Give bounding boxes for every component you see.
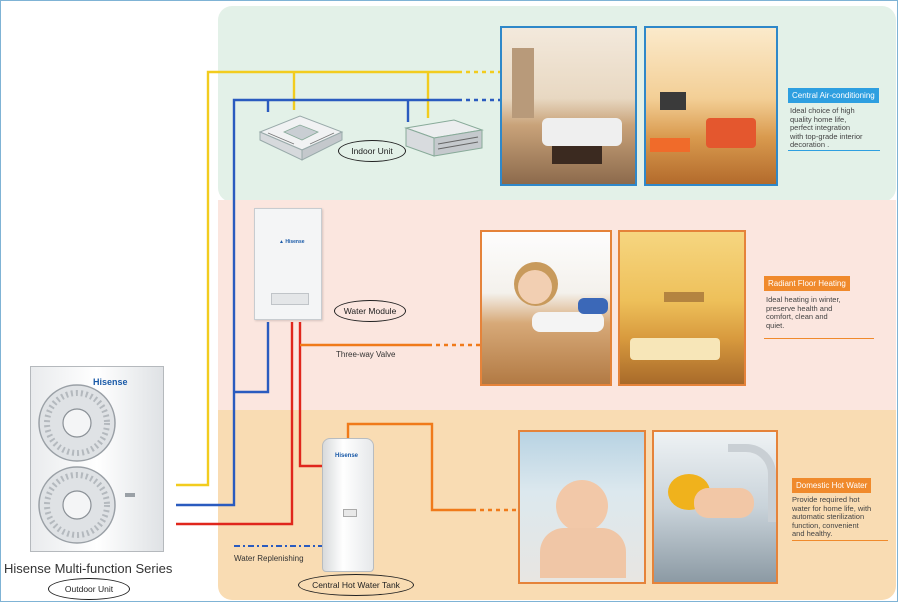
outdoor-unit-label: Outdoor Unit (48, 578, 130, 600)
living-room-photo (500, 26, 637, 186)
hot-water-desc-line: water for home life, with (792, 503, 872, 513)
hot-water-desc-line: Provide required hot (792, 495, 860, 504)
outdoor-unit-logo-icon: Hisense (93, 377, 128, 387)
outdoor-unit-vent (125, 493, 135, 497)
floor-heating-description: Ideal heating in winter, preserve health… (766, 295, 841, 330)
hot-water-tank-label: Central Hot Water Tank (298, 574, 414, 596)
hot-water-desc-line: automatic sterilization (792, 512, 865, 521)
hot-water-tag: Domestic Hot Water (792, 478, 872, 493)
hot-water-desc-line: and healthy. (792, 529, 833, 538)
red-pipe (176, 322, 294, 526)
central-ac-rule (788, 150, 880, 151)
central-ac-desc-line: with top-grade interior (790, 131, 863, 141)
outdoor-unit: Hisense (30, 366, 164, 552)
upper-fan-icon (38, 384, 116, 462)
floor-heating-tag: Radiant Floor Heating (764, 276, 850, 291)
hot-water-description: Provide required hot water for home life… (792, 495, 872, 539)
girl-on-floor-photo (480, 230, 612, 386)
cassette-indoor-unit (258, 115, 344, 161)
hot-water-rule (792, 540, 888, 541)
central-ac-desc-line: decoration . (790, 140, 830, 149)
duct-indoor-unit (404, 119, 484, 157)
central-ac-desc-line: Ideal choice of high (790, 106, 855, 115)
tank-badge-icon (343, 509, 357, 517)
baby-bath-photo (518, 430, 646, 584)
water-module-logo-icon: ▲ Hisense (279, 239, 305, 245)
orange-hot-water-pipe (346, 422, 476, 512)
floor-heating-desc-line: Ideal heating in winter, (766, 295, 841, 304)
hot-water-desc-line: function, convenient (792, 520, 859, 530)
blue-pipe-module (234, 322, 270, 394)
yellow-pipe (176, 70, 462, 487)
floor-heating-desc-line: preserve health and (766, 303, 833, 313)
lower-fan-icon (38, 466, 116, 544)
floor-heating-rule (764, 338, 874, 339)
warm-living-room-photo (618, 230, 746, 386)
central-ac-tag: Central Air-conditioning (788, 88, 879, 103)
tank-logo-icon: Hisense (335, 453, 359, 459)
water-replenishing-label: Water Replenishing (234, 554, 304, 563)
red-pipe-tank (298, 322, 332, 468)
faucet-pepper-photo (652, 430, 778, 584)
water-module-label: Water Module (334, 300, 406, 322)
central-ac-description: Ideal choice of high quality home life, … (790, 106, 863, 150)
indoor-unit-label: Indoor Unit (338, 140, 406, 162)
series-title: Hisense Multi-function Series (4, 561, 173, 576)
water-module: ▲ Hisense (254, 208, 322, 320)
lounge-room-photo (644, 26, 778, 186)
central-ac-desc-line: perfect integration (790, 123, 851, 132)
central-ac-desc-line: quality home life, (790, 114, 847, 124)
water-module-panel (271, 293, 309, 305)
blue-pipe (176, 98, 462, 507)
hot-water-tank: Hisense (322, 438, 374, 572)
floor-heating-desc-line: comfort, clean and (766, 312, 828, 321)
floor-heating-desc-line: quiet. (766, 320, 785, 330)
three-way-valve-label: Three-way Valve (336, 350, 396, 359)
